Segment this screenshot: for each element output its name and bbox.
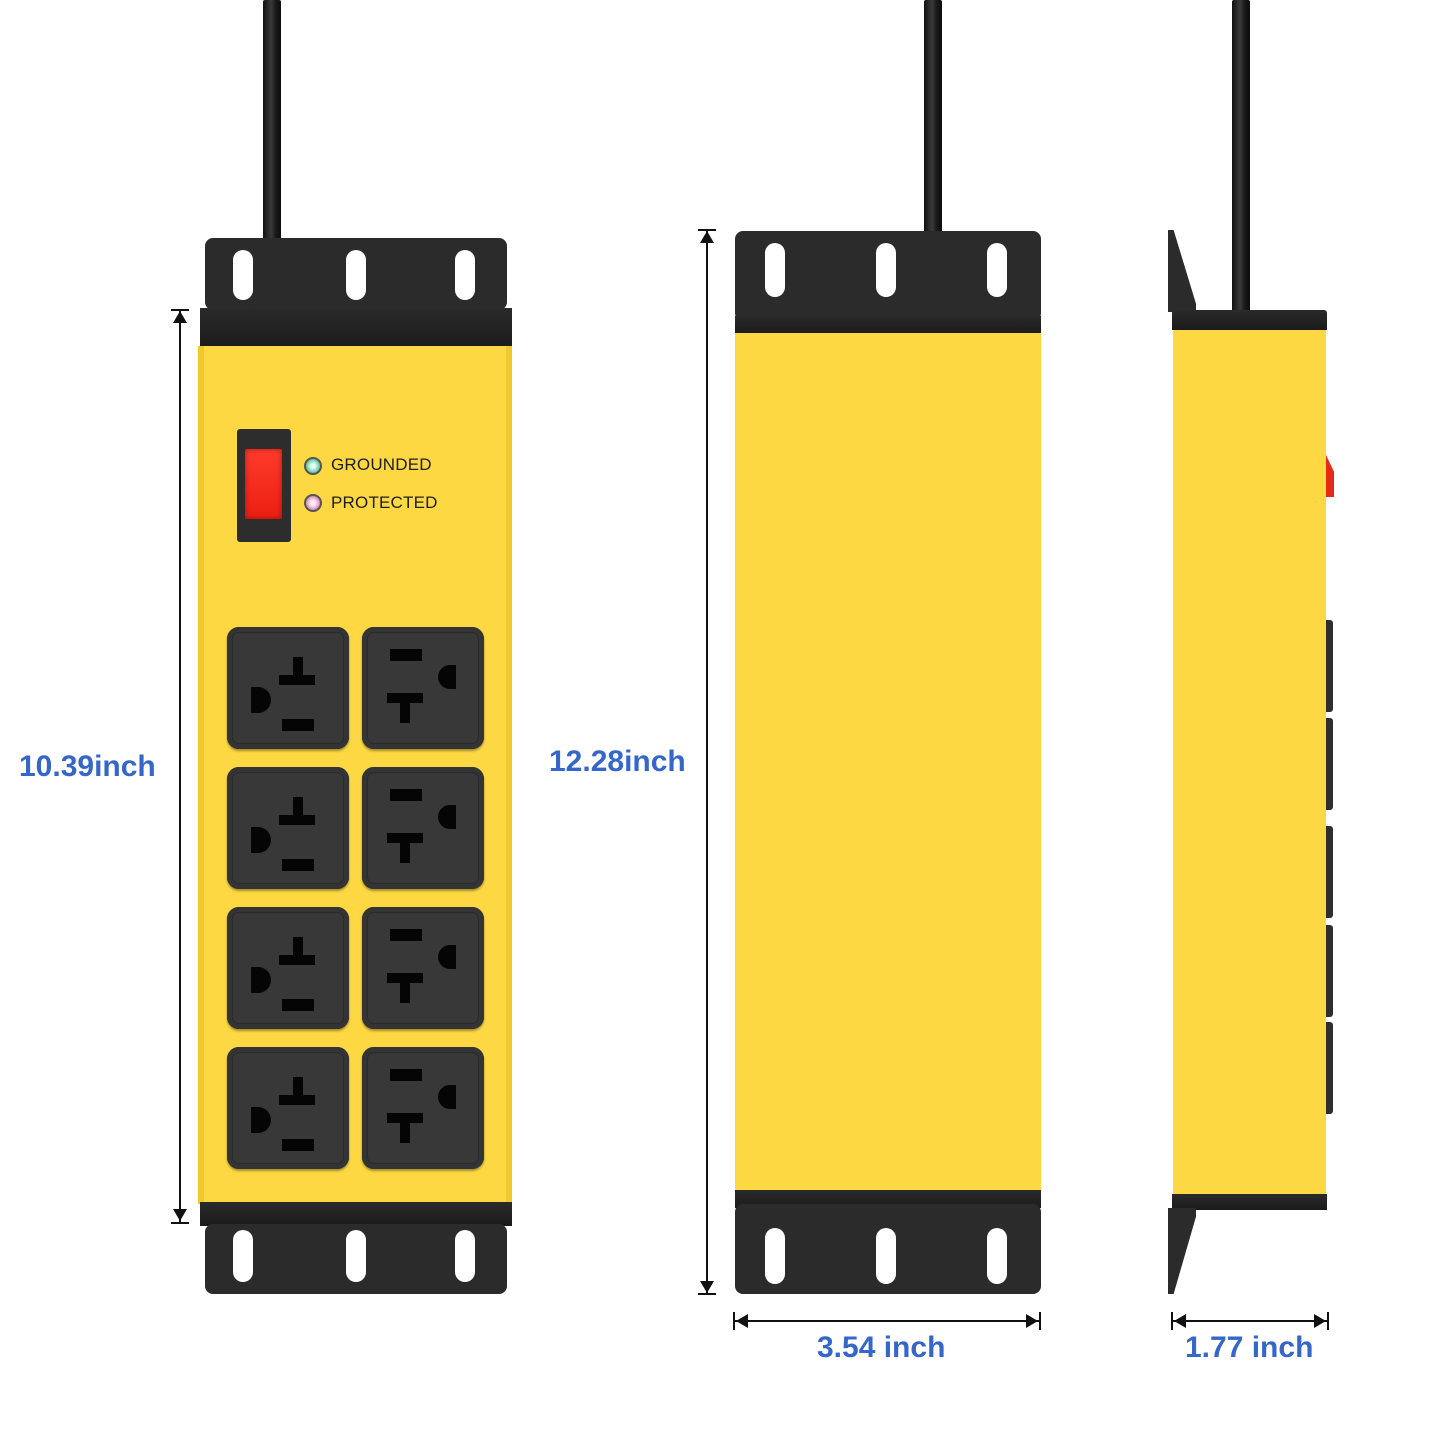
hot-slot-icon (390, 789, 422, 801)
grounded-label: GROUNDED (331, 455, 432, 474)
hot-slot-icon (390, 1069, 422, 1081)
hot-slot-icon (282, 1139, 314, 1151)
top-side-bracket (1168, 230, 1196, 312)
outlet[interactable] (362, 627, 484, 749)
mount-slot (346, 250, 366, 300)
neutral-slot-icon (279, 815, 315, 825)
side-outlet-bump (1326, 718, 1333, 810)
neutral-slot-icon (400, 699, 410, 723)
strip-side (1173, 330, 1326, 1194)
outlet[interactable] (362, 767, 484, 889)
hot-slot-icon (282, 859, 314, 871)
arrow-left-icon (736, 1314, 748, 1328)
ground-hole-icon (251, 687, 271, 713)
outlet[interactable] (227, 1047, 349, 1169)
arrow-down-icon (700, 1281, 714, 1293)
ground-hole-icon (438, 945, 456, 969)
outlet[interactable] (362, 1047, 484, 1169)
mount-slot (455, 1230, 475, 1282)
protected-led-icon (304, 494, 322, 512)
neutral-slot-icon (279, 1095, 315, 1105)
side-outlet-bump (1326, 620, 1333, 712)
neutral-slot-icon (387, 693, 423, 703)
mount-slot (233, 1230, 253, 1282)
top-mount-bracket (205, 238, 507, 310)
hot-slot-icon (282, 719, 314, 731)
arrow-right-icon (1314, 1314, 1326, 1328)
back-height-label: 12.28inch (549, 745, 686, 778)
outlet[interactable] (227, 907, 349, 1029)
grounded-led-icon (304, 457, 322, 475)
bottom-mount-bracket (735, 1204, 1041, 1294)
arrow-down-icon (173, 1209, 187, 1221)
back-width-label: 3.54 inch (817, 1331, 946, 1364)
front-height-label: 10.39inch (19, 750, 156, 783)
bottom-side-bracket (1168, 1208, 1196, 1294)
side-depth-label: 1.77 inch (1185, 1331, 1314, 1364)
strip-back (735, 333, 1041, 1191)
top-side-cap (1172, 310, 1327, 330)
mount-slot (987, 1228, 1007, 1284)
side-outlet-bump (1326, 826, 1333, 918)
power-cord (263, 0, 281, 300)
mount-slot (455, 250, 475, 300)
neutral-slot-icon (279, 675, 315, 685)
top-mount-bracket (735, 231, 1041, 321)
neutral-slot-icon (387, 1113, 423, 1123)
hot-slot-icon (390, 649, 422, 661)
bottom-end-cap (200, 1202, 512, 1226)
neutral-slot-icon (400, 1119, 410, 1143)
mount-slot (987, 243, 1007, 297)
bottom-side-cap (1172, 1194, 1327, 1210)
mount-slot (765, 1228, 785, 1284)
ground-hole-icon (251, 967, 271, 993)
bottom-mount-bracket (205, 1224, 507, 1294)
hot-slot-icon (282, 999, 314, 1011)
ground-hole-icon (251, 827, 271, 853)
side-outlet-bump (1326, 925, 1333, 1017)
neutral-slot-icon (293, 797, 303, 821)
ground-hole-icon (438, 1085, 456, 1109)
side-switch (1326, 455, 1334, 497)
power-cord (1232, 0, 1250, 312)
top-end-cap (735, 316, 1041, 334)
protected-label: PROTECTED (331, 493, 438, 512)
mount-slot (876, 1228, 896, 1284)
top-end-cap (200, 308, 512, 348)
arrow-left-icon (1174, 1314, 1186, 1328)
neutral-slot-icon (293, 1077, 303, 1101)
switch-rocker[interactable] (245, 449, 282, 519)
mount-slot (233, 250, 253, 300)
side-outlet-bump (1326, 1022, 1333, 1114)
power-cord (924, 0, 942, 236)
neutral-slot-icon (400, 839, 410, 863)
neutral-slot-icon (293, 657, 303, 681)
arrow-right-icon (1026, 1314, 1038, 1328)
neutral-slot-icon (400, 979, 410, 1003)
neutral-slot-icon (293, 937, 303, 961)
mount-slot (765, 243, 785, 297)
neutral-slot-icon (387, 833, 423, 843)
ground-hole-icon (251, 1107, 271, 1133)
mount-slot (876, 243, 896, 297)
outlet[interactable] (227, 627, 349, 749)
arrow-up-icon (173, 311, 187, 323)
mount-slot (346, 1230, 366, 1282)
ground-hole-icon (438, 665, 456, 689)
arrow-up-icon (700, 231, 714, 243)
ground-hole-icon (438, 805, 456, 829)
bottom-end-cap (735, 1190, 1041, 1208)
neutral-slot-icon (279, 955, 315, 965)
outlet[interactable] (362, 907, 484, 1029)
outlet[interactable] (227, 767, 349, 889)
neutral-slot-icon (387, 973, 423, 983)
power-switch[interactable] (237, 429, 291, 542)
hot-slot-icon (390, 929, 422, 941)
